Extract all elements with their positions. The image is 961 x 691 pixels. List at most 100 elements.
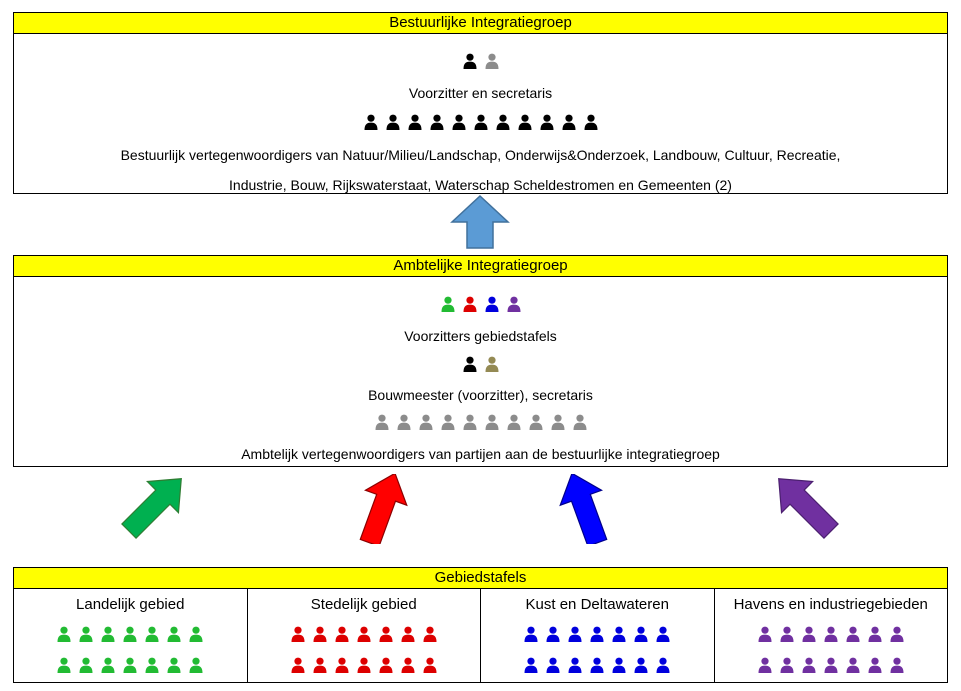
person-icon	[144, 657, 160, 673]
person-icon	[100, 657, 116, 673]
person-icon	[867, 626, 883, 642]
person-icon	[561, 114, 577, 130]
person-icon	[396, 414, 412, 430]
bestuurlijk-members-label-2: Industrie, Bouw, Rijkswaterstaat, Waters…	[229, 177, 732, 193]
gebiedstafel-member-icons	[248, 626, 481, 642]
person-icon	[188, 657, 204, 673]
gebiedstafel-member-icons	[14, 626, 247, 642]
person-icon	[567, 626, 583, 642]
person-icon	[757, 626, 773, 642]
person-icon	[166, 626, 182, 642]
person-icon	[823, 657, 839, 673]
person-icon	[374, 414, 390, 430]
gebiedstafels-columns: Landelijk gebied Stedelijk gebied Kust en …	[14, 588, 947, 682]
person-icon	[462, 296, 478, 312]
person-icon	[407, 114, 423, 130]
gebiedstafel-member-icons	[481, 657, 714, 673]
person-icon	[589, 657, 605, 673]
person-icon	[528, 414, 544, 430]
person-icon	[440, 296, 456, 312]
person-icon	[312, 657, 328, 673]
person-icon	[363, 114, 379, 130]
person-icon	[56, 657, 72, 673]
person-icon	[889, 657, 905, 673]
gebiedstafel-column: Stedelijk gebied	[248, 588, 481, 682]
person-icon	[422, 626, 438, 642]
ambtelijk-members-label: Ambtelijk vertegenwoordigers van partije…	[241, 446, 720, 462]
person-icon	[462, 53, 478, 69]
person-icon	[473, 114, 489, 130]
person-icon	[567, 657, 583, 673]
ambtelijke-integratiegroep-box: Ambtelijke Integratiegroep Voorzitters g…	[13, 255, 948, 467]
person-icon	[572, 414, 588, 430]
person-icon	[523, 657, 539, 673]
person-icon	[188, 626, 204, 642]
gebiedstafel-member-icons	[248, 657, 481, 673]
person-icon	[779, 657, 795, 673]
person-icon	[56, 626, 72, 642]
person-icon	[633, 626, 649, 642]
person-icon	[484, 356, 500, 372]
gebiedstafel-member-icons	[481, 626, 714, 642]
ambtelijk-builder-icons	[14, 356, 947, 372]
person-icon	[400, 657, 416, 673]
person-icon	[801, 626, 817, 642]
person-icon	[290, 657, 306, 673]
person-icon	[385, 114, 401, 130]
gebiedstafel-member-icons	[715, 657, 948, 673]
gebiedstafel-label: Havens en industriegebieden	[733, 596, 928, 613]
person-icon	[122, 657, 138, 673]
person-icon	[506, 296, 522, 312]
gebiedstafel-label: Stedelijk gebied	[310, 596, 417, 613]
person-icon	[539, 114, 555, 130]
person-icon	[867, 657, 883, 673]
bestuurlijk-members-label-1: Bestuurlijk vertegenwoordigers van Natuu…	[120, 147, 841, 163]
person-icon	[78, 626, 94, 642]
person-icon	[122, 626, 138, 642]
person-icon	[451, 114, 467, 130]
person-icon	[290, 626, 306, 642]
person-icon	[400, 626, 416, 642]
gebiedstafel-label: Kust en Deltawateren	[525, 596, 669, 613]
person-icon	[889, 626, 905, 642]
person-icon	[583, 114, 599, 130]
person-icon	[429, 114, 445, 130]
person-icon	[517, 114, 533, 130]
person-icon	[779, 626, 795, 642]
person-icon	[418, 414, 434, 430]
gebiedstafel-column: Landelijk gebied	[14, 588, 248, 682]
bestuurlijk-chair-label: Voorzitter en secretaris	[408, 85, 553, 101]
bestuurlijk-member-icons	[14, 114, 947, 130]
person-icon	[312, 626, 328, 642]
person-icon	[655, 626, 671, 642]
person-icon	[611, 657, 627, 673]
person-icon	[462, 414, 478, 430]
gebiedstafel-column: Kust en Deltawateren	[481, 588, 715, 682]
person-icon	[545, 626, 561, 642]
arrow-blue-icon	[559, 474, 608, 544]
ambtelijk-chairs-label: Voorzitters gebiedstafels	[404, 328, 557, 344]
person-icon	[484, 414, 500, 430]
person-icon	[633, 657, 649, 673]
person-icon	[523, 626, 539, 642]
gebiedstafel-column: Havens en industriegebieden	[715, 588, 948, 682]
gebiedstafel-label: Landelijk gebied	[76, 596, 185, 613]
arrow-purple-icon	[778, 478, 839, 539]
bestuurlijke-integratiegroep-box: Bestuurlijke Integratiegroep Voorzitter …	[13, 12, 948, 194]
person-icon	[378, 626, 394, 642]
arrow-green-icon	[121, 478, 182, 539]
bestuurlijk-chair-icons	[14, 53, 947, 69]
person-icon	[484, 296, 500, 312]
person-icon	[495, 114, 511, 130]
person-icon	[611, 626, 627, 642]
person-icon	[144, 626, 160, 642]
person-icon	[845, 657, 861, 673]
gebiedstafel-member-icons	[14, 657, 247, 673]
ambtelijk-chairs-icons	[14, 296, 947, 312]
person-icon	[422, 657, 438, 673]
person-icon	[378, 657, 394, 673]
bestuurlijke-title: Bestuurlijke Integratiegroep	[14, 13, 947, 34]
person-icon	[334, 657, 350, 673]
person-icon	[462, 356, 478, 372]
